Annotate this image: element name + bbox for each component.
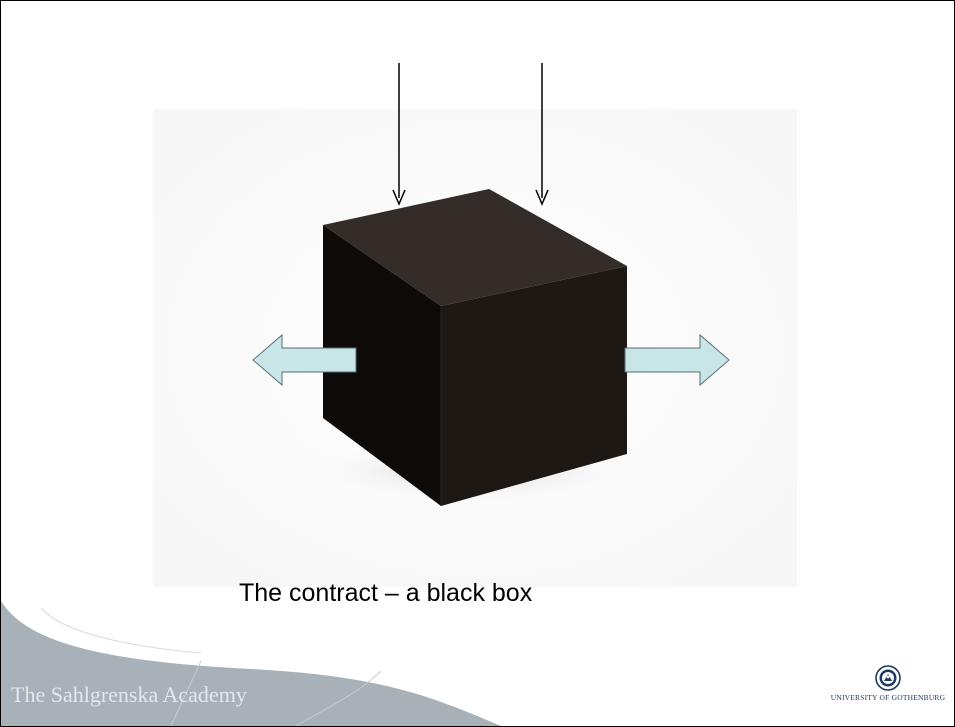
- input-arrow-left: [392, 63, 406, 206]
- university-name: UNIVERSITY OF GOTHENBURG: [830, 693, 946, 702]
- input-arrow-right: [535, 63, 549, 206]
- cube-top-face: [323, 189, 627, 306]
- output-arrow-right: [624, 333, 730, 387]
- cube-left-face: [323, 225, 441, 506]
- output-arrow-left: [252, 333, 357, 387]
- university-seal-icon: [875, 665, 901, 691]
- footer-academy-name: The Sahlgrenska Academy: [11, 682, 247, 707]
- cube-front-face: [441, 266, 627, 506]
- cube: [323, 189, 627, 506]
- slide-caption: The contract – a black box: [239, 579, 533, 607]
- university-logo: UNIVERSITY OF GOTHENBURG: [821, 665, 954, 705]
